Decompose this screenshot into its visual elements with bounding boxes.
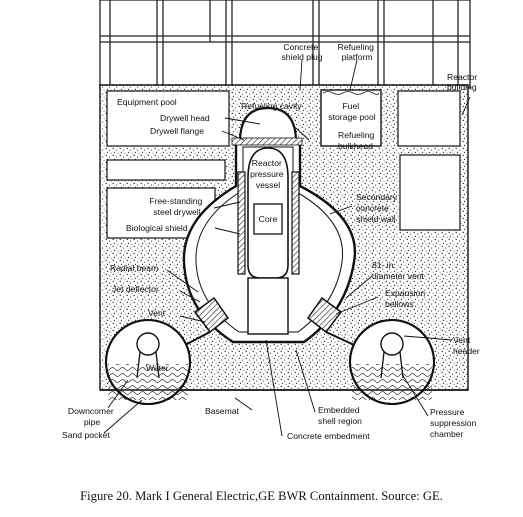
biological-shield [237, 171, 300, 275]
vent-pipes [159, 296, 379, 359]
label-sand-pocket: Sand pocket [62, 430, 110, 440]
label-downcomer-pipe: Downcomer pipe [68, 406, 116, 427]
label-embedded-shell-region-line1: Embedded [318, 405, 360, 415]
label-reactor-pressure-vessel-line2: pressure [250, 169, 284, 179]
label-concrete-embedment: Concrete embedment [287, 431, 370, 441]
label-concrete-shield-plug: Concrete shield plug [281, 42, 322, 62]
label-core: Core [259, 214, 278, 224]
figure-caption: Figure 20. Mark I General Electric,GE BW… [80, 489, 443, 503]
label-downcomer-pipe-line2: pipe [84, 417, 100, 427]
label-reactor-building-line1: Reactor [447, 72, 477, 82]
label-81-in-diameter-vent: 81- in. diameter vent [372, 260, 425, 281]
label-secondary-concrete-shield-wall-line3: shield wall [356, 214, 396, 224]
drywell-head [231, 106, 303, 146]
label-expansion-bellows-line2: bellows [385, 299, 414, 309]
label-free-standing-steel-drywell: Free-standing steel drywell [149, 196, 204, 217]
label-refueling-bulkhead-line2: bulkhead [338, 141, 373, 151]
label-refueling-bulkhead-line1: Refueling [338, 130, 375, 140]
label-reactor-building-line2: building [447, 82, 477, 92]
label-reactor-pressure-vessel-line3: vessel [256, 180, 280, 190]
label-pressure-suppression-chamber: Pressure suppression chamber [430, 407, 479, 439]
label-refueling-platform: Refueling platform [338, 42, 377, 62]
label-pressure-suppression-chamber-line3: chamber [430, 429, 464, 439]
label-refueling-bulkhead: Refueling bulkhead [338, 130, 377, 151]
label-secondary-concrete-shield-wall-line2: concrete [356, 203, 389, 213]
label-secondary-concrete-shield-wall-line1: Secondary [356, 192, 398, 202]
label-secondary-concrete-shield-wall: Secondary concrete shield wall [356, 192, 399, 224]
label-expansion-bellows-line1: Expansion [385, 288, 425, 298]
rpv-pedestal [247, 277, 289, 335]
label-basemat: Basemat [205, 406, 240, 416]
label-concrete-shield-plug-line2: shield plug [281, 52, 322, 62]
label-refueling-cavity: Refueling cavity [241, 101, 302, 111]
label-drywell-flange: Drywell flange [150, 126, 204, 136]
label-water: Water [146, 363, 169, 373]
label-refueling-platform-line1: Refueling [338, 42, 375, 52]
label-vent-header-line1: Vent [453, 335, 471, 345]
label-pressure-suppression-chamber-line2: suppression [430, 418, 477, 428]
label-pressure-suppression-chamber-line1: Pressure [430, 407, 465, 417]
label-reactor-pressure-vessel: Reactor pressure vessel [250, 158, 286, 190]
label-81-in-diameter-vent-line2: diameter vent [372, 271, 425, 281]
label-reactor-building: Reactor building [447, 72, 479, 92]
label-free-standing-steel-drywell-line2: steel drywell [153, 207, 200, 217]
leader-lines [103, 59, 471, 437]
fuel-storage-pool [320, 89, 382, 147]
label-vent: Vent [148, 308, 166, 318]
label-free-standing-steel-drywell-line1: Free-standing [149, 196, 202, 206]
suppression-chambers [105, 319, 435, 405]
label-fuel-storage-pool-line2: storage pool [328, 112, 375, 122]
label-vent-header: Vent header [453, 335, 480, 356]
label-vent-header-line2: header [453, 346, 480, 356]
label-downcomer-pipe-line1: Downcomer [68, 406, 114, 416]
label-refueling-platform-line2: platform [341, 52, 372, 62]
label-fuel-storage-pool-line1: Fuel [342, 101, 359, 111]
label-embedded-shell-region: Embedded shell region [318, 405, 362, 426]
label-biological-shield: Biological shield [126, 223, 188, 233]
label-reactor-pressure-vessel-line1: Reactor [252, 158, 282, 168]
label-radial-beam: Radial beam [110, 263, 158, 273]
label-concrete-shield-plug-line1: Concrete [283, 42, 318, 52]
label-fuel-storage-pool: Fuel storage pool [328, 101, 375, 122]
diagram-labels: Concrete shield plug Refueling platform … [62, 42, 480, 441]
label-jet-deflector: Jet deflector [112, 284, 159, 294]
reactor-pressure-vessel [247, 147, 289, 279]
label-drywell-head: Drywell head [160, 113, 210, 123]
label-embedded-shell-region-line2: shell region [318, 416, 362, 426]
building-rooms [106, 90, 461, 239]
label-expansion-bellows: Expansion bellows [385, 288, 428, 309]
label-81-in-diameter-vent-line1: 81- in. [372, 260, 396, 270]
label-equipment-pool: Equipment pool [117, 97, 177, 107]
